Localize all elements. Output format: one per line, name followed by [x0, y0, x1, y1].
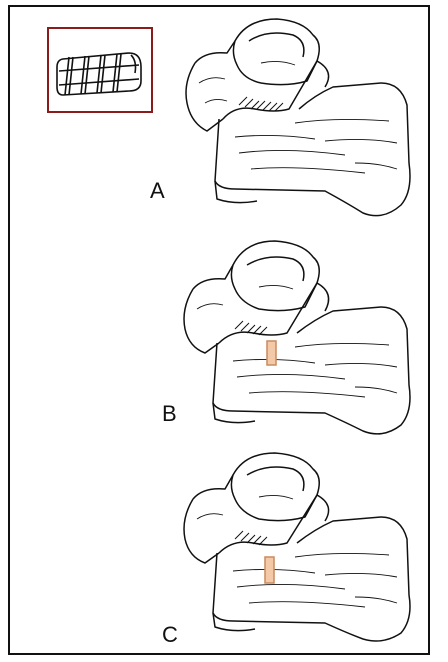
- threaded-implant-icon: [49, 29, 151, 111]
- inset-box: [47, 27, 153, 113]
- panel-label-c: C: [162, 622, 178, 648]
- panel-label-b: B: [162, 401, 177, 427]
- implant-marker: [265, 557, 274, 583]
- panel-b-bone-drawing: [175, 235, 415, 445]
- implant-marker: [267, 341, 276, 365]
- figure-frame: A: [8, 5, 430, 655]
- panel-a-bone-drawing: [175, 13, 415, 228]
- panel-c-bone-drawing: [175, 449, 415, 649]
- panel-label-a: A: [150, 178, 165, 204]
